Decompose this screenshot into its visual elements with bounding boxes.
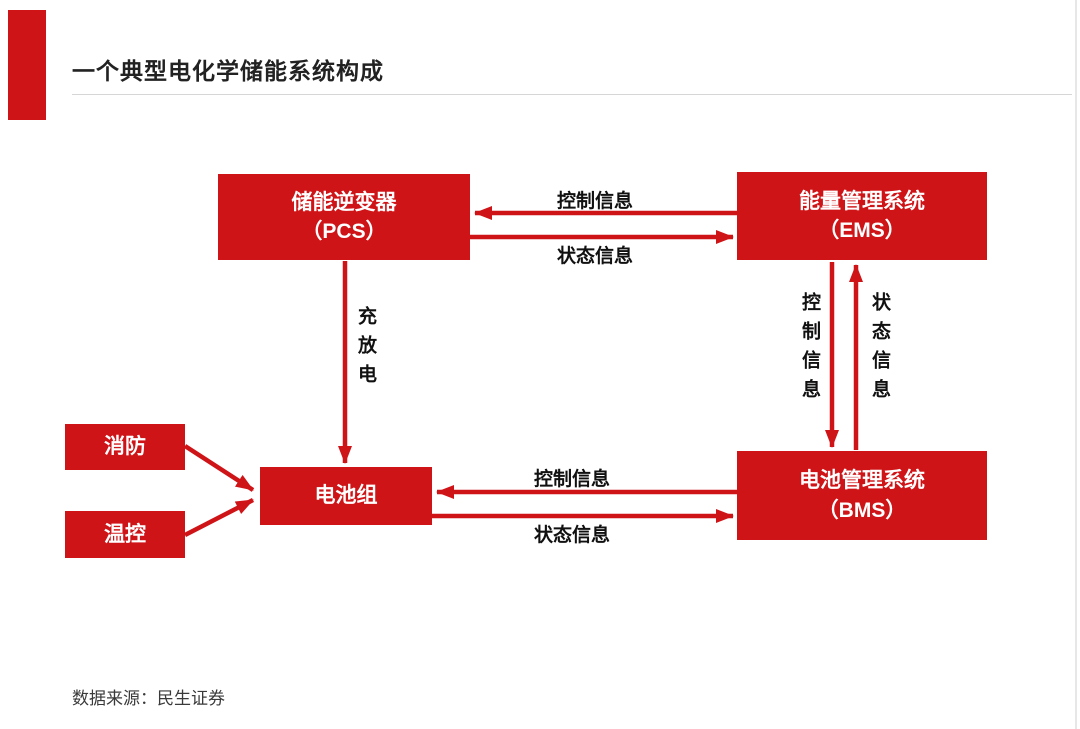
node-battery: 电池组 (260, 467, 432, 525)
arrow-temp-to-battery (183, 497, 255, 538)
title-accent-block (8, 10, 46, 120)
node-ems: 能量管理系统 （EMS） (737, 172, 987, 260)
edge-label-ems-to-bms: 控制信息 (799, 292, 820, 408)
source-note: 数据来源：民生证券 (72, 689, 225, 708)
node-pcs-line1: 储能逆变器 (291, 190, 397, 214)
node-ems-line1: 能量管理系统 (799, 189, 925, 213)
edge-label-bms-to-ems: 状态信息 (869, 292, 890, 408)
edge-label-pcs-to-ems: 状态信息 (556, 246, 634, 267)
node-bms: 电池管理系统 （BMS） (737, 451, 987, 540)
node-bms-line2: （BMS） (817, 498, 907, 522)
node-temp-label: 温控 (104, 522, 146, 546)
page-right-edge (1075, 0, 1077, 729)
node-fire-label: 消防 (104, 435, 146, 459)
edge-label-pcs-to-battery: 充放电 (355, 306, 376, 393)
node-battery-label: 电池组 (314, 484, 378, 508)
edge-label-bms-to-battery: 控制信息 (533, 469, 611, 490)
title-divider (72, 94, 1072, 95)
node-temp: 温控 (65, 511, 185, 558)
edge-label-ems-to-pcs: 控制信息 (556, 191, 634, 212)
page-title: 一个典型电化学储能系统构成 (72, 58, 384, 84)
node-fire: 消防 (65, 424, 185, 470)
arrow-fire-to-battery (183, 444, 255, 492)
node-pcs: 储能逆变器 （PCS） (218, 174, 470, 260)
node-ems-line2: （EMS） (818, 219, 906, 242)
edge-label-battery-to-bms: 状态信息 (533, 525, 611, 546)
node-pcs-line2: （PCS） (301, 220, 387, 243)
node-bms-line1: 电池管理系统 (799, 469, 925, 493)
